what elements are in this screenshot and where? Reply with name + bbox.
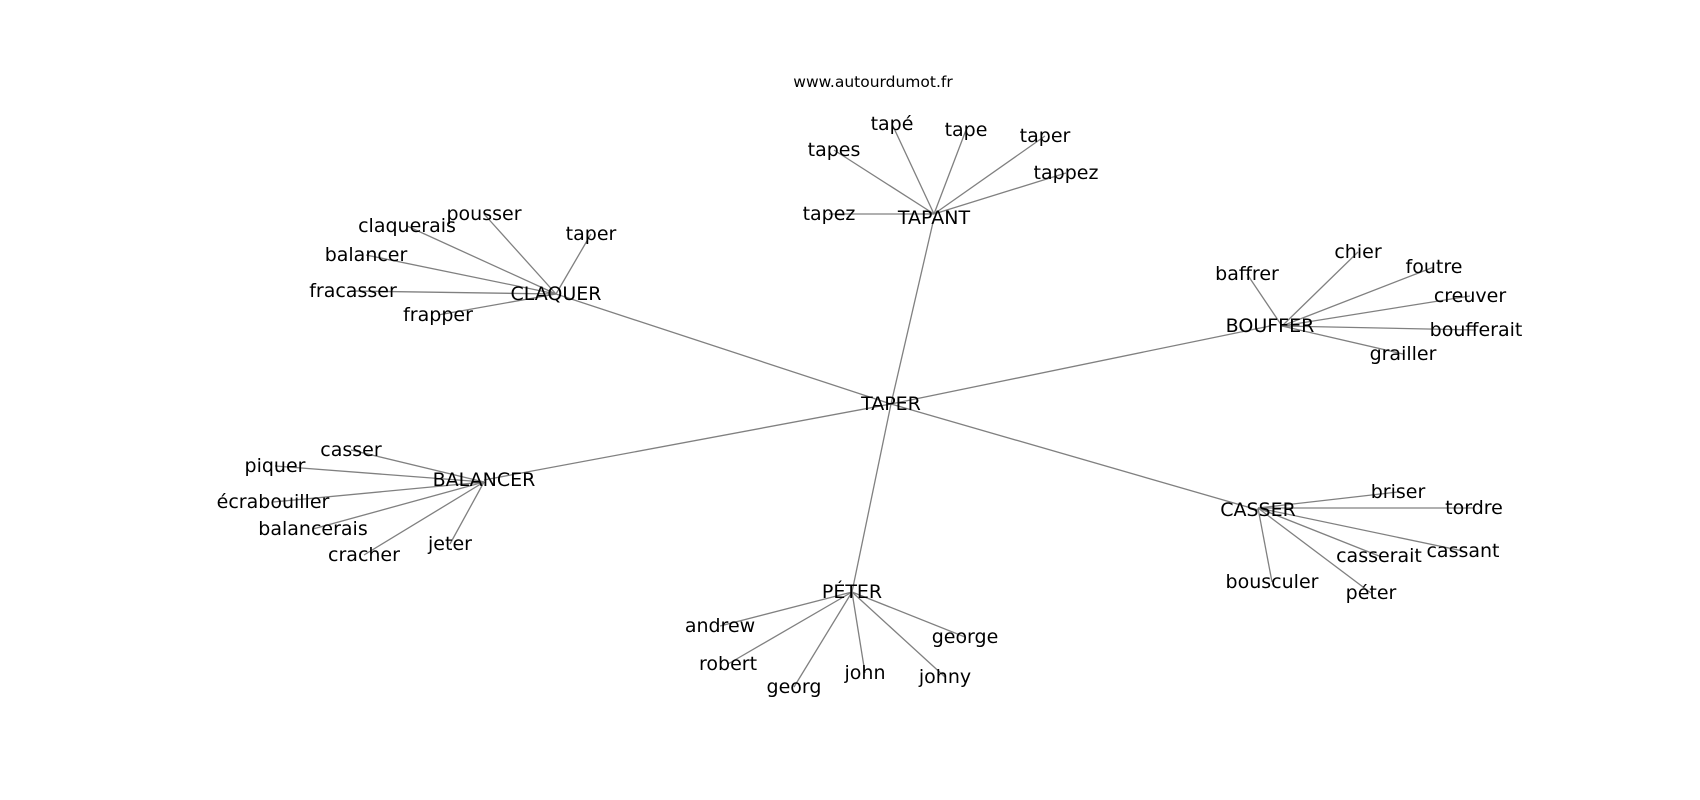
edge-claquer-to-balancer	[365, 254, 557, 295]
edge-center-to-tapant	[890, 217, 935, 405]
node-hub-peter[interactable]: PÉTER	[822, 580, 882, 603]
edge-bouffer-to-boufferait	[1281, 325, 1477, 331]
edge-tapant-to-tappez	[933, 172, 1067, 215]
edge-balancer-to-jeter	[449, 481, 485, 545]
edge-claquer-to-pousser	[483, 213, 557, 295]
edge-tapant-to-tape	[933, 129, 967, 215]
node-leaf-pousser[interactable]: pousser	[446, 203, 521, 225]
node-leaf-johny[interactable]: johny	[918, 666, 971, 688]
edge-balancer-to-cracher	[363, 481, 485, 556]
node-hub-balancer[interactable]: BALANCER	[433, 469, 536, 491]
edge-tapant-to-tapes	[833, 149, 935, 215]
edge-peter-to-georg	[793, 591, 853, 688]
node-leaf-tapes[interactable]: tapes	[808, 139, 861, 161]
node-leaf-peter[interactable]: péter	[1346, 582, 1397, 604]
edge-claquer-to-frapper	[437, 293, 557, 316]
node-leaf-tapez[interactable]: tapez	[803, 203, 856, 225]
node-leaf-baffrer[interactable]: baffrer	[1215, 263, 1279, 285]
edge-claquer-to-claquerais	[406, 225, 557, 295]
node-leaf-piquer[interactable]: piquer	[245, 455, 306, 477]
edge-center-to-claquer	[555, 293, 892, 405]
edge-bouffer-to-baffrer	[1246, 273, 1283, 327]
node-leaf-casser[interactable]: casser	[320, 439, 382, 461]
node-hub-claquer[interactable]: CLAQUER	[510, 283, 601, 305]
node-leaf-tappez[interactable]: tappez	[1034, 162, 1099, 184]
edge-center-to-bouffer	[890, 325, 1271, 405]
edge-tapant-to-tape	[891, 123, 935, 215]
node-leaf-andrew[interactable]: andrew	[685, 615, 755, 637]
node-leaf-grailler[interactable]: grailler	[1370, 343, 1437, 365]
node-leaf-george[interactable]: george	[932, 626, 999, 648]
node-leaf-tordre[interactable]: tordre	[1445, 497, 1503, 519]
node-hub-tapant[interactable]: TAPANT	[897, 207, 971, 229]
node-center-taper[interactable]: TAPER	[860, 393, 921, 415]
edge-casser-to-cassant	[1257, 507, 1464, 552]
edge-claquer-to-taper	[555, 233, 592, 295]
node-leaf-taper[interactable]: taper	[566, 223, 617, 245]
node-leaf-balancerais[interactable]: balancerais	[258, 518, 367, 540]
edge-bouffer-to-foutre	[1281, 266, 1435, 327]
node-leaf-tape[interactable]: tape	[945, 119, 988, 141]
edge-casser-to-peter	[1257, 507, 1372, 594]
edge-balancer-to-balancerais	[312, 481, 485, 530]
node-leaf-jeter[interactable]: jeter	[427, 533, 472, 555]
edge-balancer-to-casser	[350, 449, 485, 483]
edge-bouffer-to-creuver	[1281, 295, 1471, 327]
site-credit: www.autourdumot.fr	[793, 73, 953, 91]
node-leaf-creuver[interactable]: creuver	[1434, 285, 1507, 307]
node-hub-casser[interactable]: CASSER	[1220, 499, 1296, 521]
node-leaf-cracher[interactable]: cracher	[328, 544, 400, 566]
node-leaf-bousculer[interactable]: bousculer	[1226, 571, 1319, 593]
node-leaf-casserait[interactable]: casserait	[1336, 545, 1422, 567]
edge-peter-to-george	[851, 591, 966, 638]
edge-bouffer-to-grailler	[1281, 325, 1404, 355]
node-leaf-briser[interactable]: briser	[1371, 481, 1426, 503]
node-leaf-claquerais[interactable]: claquerais	[358, 215, 456, 237]
edge-casser-to-briser	[1257, 491, 1399, 509]
edge-peter-to-andrew	[719, 591, 853, 627]
graph-labels: www.autourdumot.fr TAPER TAPANT tapes tapé t…	[217, 73, 1523, 698]
edge-casser-to-casserait	[1257, 507, 1380, 557]
edge-bouffer-to-chier	[1281, 251, 1359, 327]
edge-balancer-to-ecrabouiller	[272, 481, 485, 503]
node-leaf-taper[interactable]: taper	[1020, 125, 1071, 147]
edge-center-to-peter	[851, 403, 892, 593]
node-leaf-frapper[interactable]: frapper	[403, 304, 473, 326]
edge-peter-to-robert	[727, 591, 853, 665]
edge-balancer-to-piquer	[274, 465, 485, 483]
node-leaf-fracasser[interactable]: fracasser	[309, 280, 397, 302]
edge-center-to-casser	[890, 403, 1259, 511]
node-leaf-foutre[interactable]: foutre	[1406, 256, 1463, 278]
edge-claquer-to-fracasser	[352, 290, 557, 295]
node-leaf-robert[interactable]: robert	[699, 653, 757, 675]
graph-edges	[272, 123, 1477, 688]
node-leaf-ecrabouiller[interactable]: écrabouiller	[217, 491, 330, 513]
node-leaf-chier[interactable]: chier	[1334, 241, 1381, 263]
node-hub-bouffer[interactable]: BOUFFER	[1226, 315, 1315, 337]
node-leaf-john[interactable]: john	[844, 662, 886, 684]
edge-tapant-to-taper	[933, 135, 1046, 215]
edge-center-to-balancer	[483, 403, 892, 481]
node-leaf-boufferait[interactable]: boufferait	[1430, 319, 1523, 341]
node-leaf-tape[interactable]: tapé	[871, 113, 914, 135]
node-leaf-georg[interactable]: georg	[767, 676, 822, 698]
node-leaf-balancer[interactable]: balancer	[325, 244, 408, 266]
node-leaf-cassant[interactable]: cassant	[1426, 540, 1499, 562]
edge-peter-to-johny	[851, 591, 946, 678]
edge-casser-to-bousculer	[1257, 507, 1273, 583]
edge-peter-to-john	[851, 591, 866, 674]
